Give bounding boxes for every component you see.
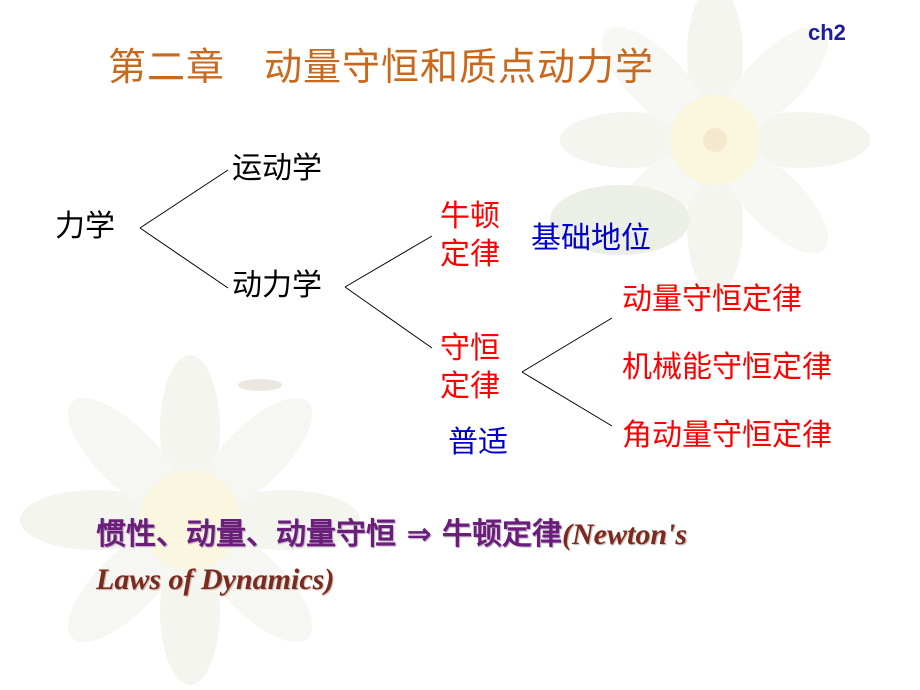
newton-laws-label: 牛顿 定律: [440, 198, 500, 273]
law-angular-momentum: 角动量守恒定律: [622, 418, 832, 453]
law-mechanical-energy: 机械能守恒定律: [622, 350, 832, 385]
summary-chinese: 惯性、动量、动量守恒 ⇒ 牛顿定律: [96, 517, 563, 552]
connector-dynamics-conservation: [344, 286, 433, 349]
daisy-bottom-left: [20, 355, 360, 685]
connector-root-kinematics: [139, 169, 229, 229]
conservation-line-2: 定律: [440, 368, 500, 404]
newton-line-2: 定律: [440, 236, 500, 272]
summary-english-2: Laws of Dynamics): [96, 563, 335, 596]
conservation-laws-label: 守恒 定律: [440, 330, 500, 405]
conservation-line-1: 守恒: [440, 331, 500, 366]
conservation-note: 普适: [448, 425, 508, 460]
newton-note: 基础地位: [531, 221, 651, 256]
summary-line-1: 惯性、动量、动量守恒 ⇒ 牛顿定律(Newton's: [96, 520, 687, 550]
summary-english-1: (Newton's: [562, 518, 688, 551]
newton-line-1: 牛顿: [440, 199, 500, 234]
law-momentum: 动量守恒定律: [622, 282, 802, 317]
connector-dynamics-newton: [344, 235, 433, 288]
branch-dynamics: 动力学: [232, 268, 322, 303]
connector-conservation-momentum: [521, 317, 613, 373]
chapter-tag: ch2: [808, 20, 846, 45]
daisy-top-right: [550, 0, 870, 295]
branch-kinematics: 运动学: [232, 151, 322, 186]
page-title: 第二章 动量守恒和质点动力学: [108, 45, 655, 89]
connector-root-dynamics: [139, 227, 229, 289]
connector-conservation-angular: [521, 371, 613, 427]
root-mechanics: 力学: [55, 209, 115, 244]
